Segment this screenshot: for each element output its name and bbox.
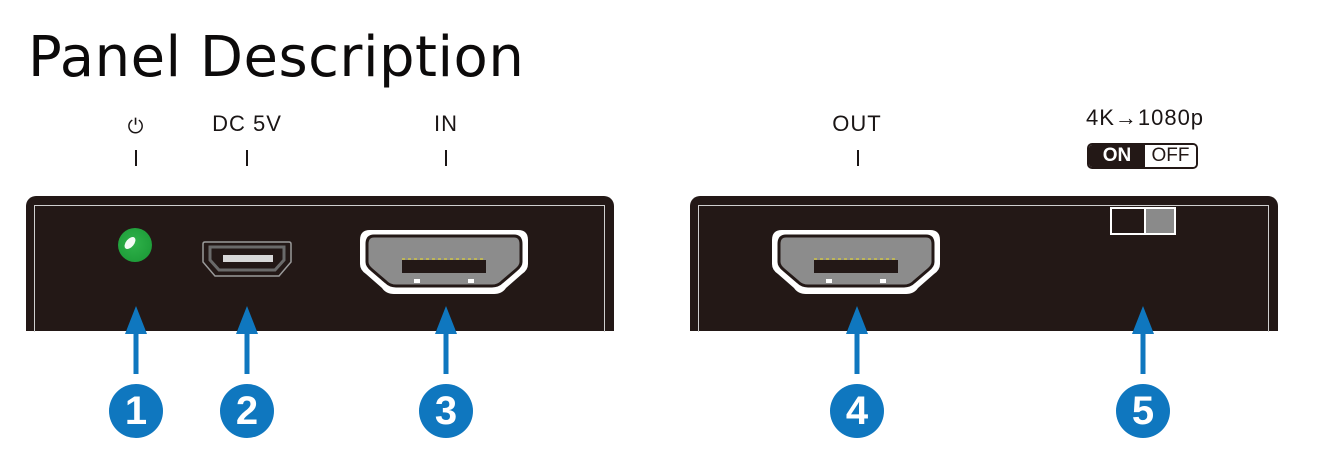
- led-highlight: [122, 235, 138, 251]
- arrow-up-icon: [125, 306, 147, 334]
- arrow-shaft: [133, 332, 139, 374]
- arrow-shaft: [1140, 332, 1146, 374]
- arrow-up-icon: [1132, 306, 1154, 334]
- power-icon: ⏻: [127, 114, 145, 138]
- panel-bezel: [698, 205, 1269, 332]
- callout-badge: 5: [1116, 384, 1170, 438]
- page-title: Panel Description: [28, 25, 525, 90]
- out-label: OUT: [832, 111, 882, 136]
- panel-bezel: [34, 205, 605, 332]
- power-led: [118, 228, 152, 262]
- out-label-tick: [857, 150, 859, 166]
- hdmi-out-port: [772, 230, 940, 294]
- switch-legend: ON OFF: [1087, 143, 1198, 169]
- arrow-shaft: [244, 332, 250, 374]
- dc-5v-label: DC 5V: [212, 111, 282, 136]
- power-label-tick: [135, 150, 137, 166]
- arrow-up-icon: [435, 306, 457, 334]
- arrow-shaft: [854, 332, 860, 374]
- callout-badge: 4: [830, 384, 884, 438]
- switch-off-position: [1146, 209, 1174, 233]
- dc-5v-port: [202, 241, 292, 277]
- arrow-up-icon: [236, 306, 258, 334]
- scaler-label: 4K→1080p: [1085, 105, 1205, 130]
- 4k-to-1080p-switch[interactable]: [1110, 207, 1176, 235]
- dc-label-tick: [246, 150, 248, 166]
- in-label-tick: [445, 150, 447, 166]
- callout-badge: 3: [419, 384, 473, 438]
- hdmi-in-port: [360, 230, 528, 294]
- arrow-up-icon: [846, 306, 868, 334]
- switch-legend-off: OFF: [1145, 145, 1196, 167]
- arrow-shaft: [443, 332, 449, 374]
- switch-on-position: [1112, 209, 1146, 233]
- callout-badge: 1: [109, 384, 163, 438]
- in-label: IN: [434, 111, 458, 136]
- callout-badge: 2: [220, 384, 274, 438]
- switch-legend-on: ON: [1089, 145, 1145, 167]
